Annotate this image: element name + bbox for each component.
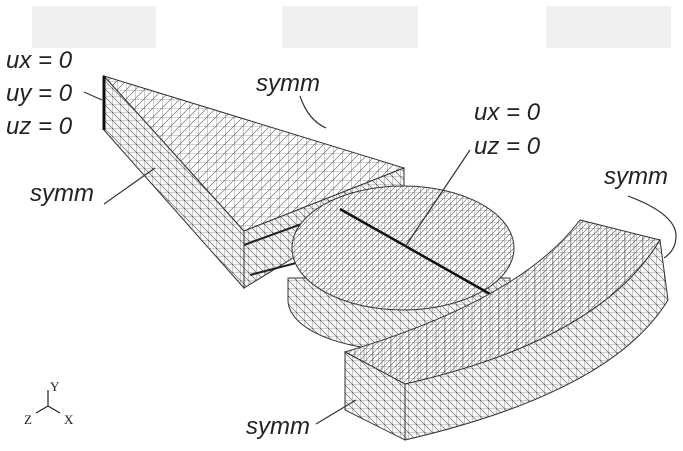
bc-fixed-uz: uz = 0 (6, 113, 73, 140)
curved-block-outer-face (404, 238, 669, 441)
disc-symmetry-line (339, 207, 491, 296)
leader-symm-top (299, 95, 327, 129)
symm-label-left: symm (30, 180, 94, 207)
axis-triad: Y Z X (24, 379, 74, 427)
symm-label-bottom: symm (246, 413, 310, 440)
triad-z-axis (35, 405, 49, 414)
leader-symm-right (627, 195, 677, 259)
leader-center (404, 149, 471, 248)
leader-fixed (83, 91, 103, 101)
leader-symm-bottom (315, 399, 357, 425)
triad-x-label: X (64, 412, 74, 427)
annotation-leaders (83, 91, 677, 425)
triad-z-label: Z (24, 412, 32, 427)
triad-x-axis (47, 405, 61, 414)
curved-block-spikes (345, 220, 660, 384)
toolbar-panel-3[interactable] (546, 6, 671, 48)
symm-label-top: symm (256, 70, 320, 97)
symm-label-right: symm (604, 163, 668, 190)
triad-y-label: Y (50, 379, 60, 394)
toolbar-panel-2[interactable] (282, 6, 418, 48)
bc-fixed-ux: ux = 0 (6, 47, 73, 74)
disc-top (291, 185, 515, 311)
bc-fixed-uy: uy = 0 (6, 80, 73, 107)
bc-center-ux: ux = 0 (474, 99, 541, 126)
toolbar-panel-1[interactable] (32, 6, 156, 48)
wedge-edge-line-lower (249, 261, 301, 276)
leader-symm-left (103, 167, 156, 205)
bc-center-uz: uz = 0 (474, 133, 541, 160)
curved-block (343, 219, 669, 441)
